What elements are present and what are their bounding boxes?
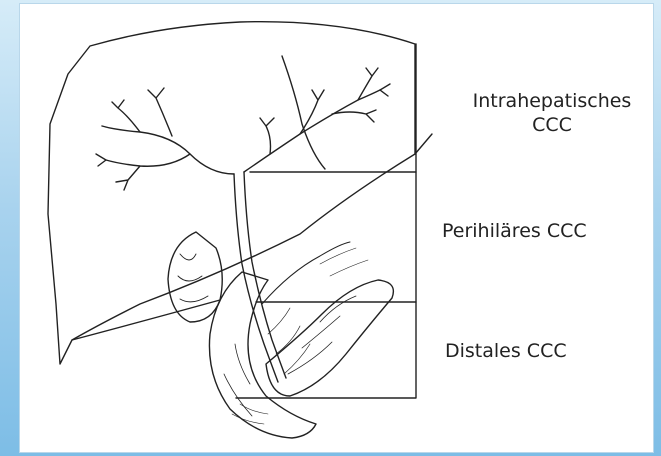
left-hepatic-duct	[102, 126, 234, 174]
label-distal: Distales CCC	[445, 340, 645, 364]
intrahepatic-bracket	[250, 44, 416, 172]
gallbladder	[168, 232, 222, 322]
pancreas	[266, 280, 393, 396]
perihilar-bracket	[256, 172, 416, 302]
figure-frame: Intrahepatisches CCC Perihiläres CCC Dis…	[20, 4, 653, 452]
label-intrahepatic-line1: Intrahepatisches	[442, 90, 661, 114]
right-hepatic-duct	[244, 90, 380, 172]
label-intrahepatic: Intrahepatisches CCC	[442, 90, 661, 138]
distal-bracket	[236, 302, 416, 398]
liver-lobe-line	[282, 56, 325, 169]
liver-outline	[48, 22, 415, 364]
label-intrahepatic-line2: CCC	[442, 114, 661, 138]
label-perihilar: Perihiläres CCC	[442, 220, 642, 244]
